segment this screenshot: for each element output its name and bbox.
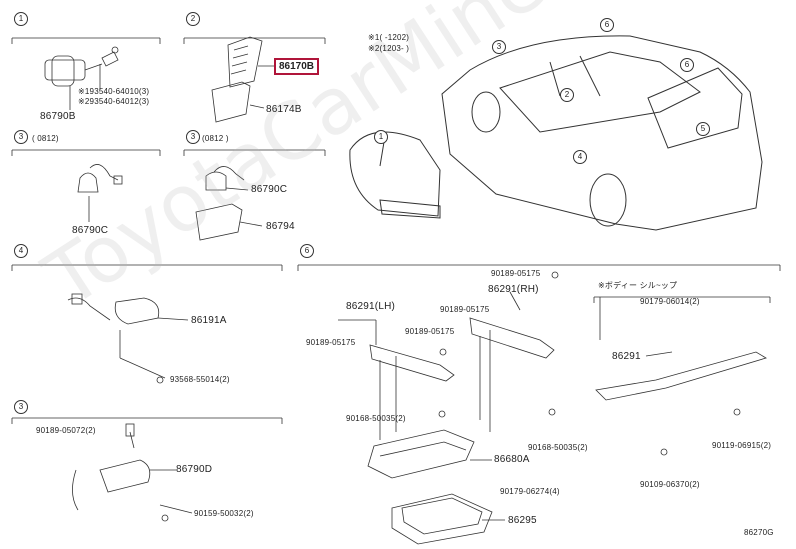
section-3a-note: ( 0812) (32, 134, 59, 143)
part-90189-05175-top[interactable]: 90189-05175 (491, 269, 541, 278)
part-90168-50035-a[interactable]: 90168-50035(2) (346, 414, 406, 423)
vehicle-callout-6a[interactable]: 6 (600, 18, 614, 32)
socket-86790C-b (195, 166, 263, 241)
vehicle-callout-6b[interactable]: 6 (680, 58, 694, 72)
fasteners (156, 271, 741, 522)
part-90109-06370[interactable]: 90109-06370(2) (640, 480, 700, 489)
part-86790B[interactable]: 86790B (40, 111, 76, 122)
section-callout-2: 2 (186, 12, 200, 26)
section-callout-3c: 3 (14, 400, 28, 414)
bracket-86291 (595, 351, 767, 401)
part-86170B-highlighted[interactable]: 86170B (274, 58, 320, 75)
lamp-assembly-86790B (44, 46, 119, 110)
vehicle-outline (349, 35, 763, 231)
section-6-note: ※ボディー シル~ップ (598, 281, 678, 290)
part-90189-05175-c[interactable]: 90189-05175 (405, 327, 455, 336)
part-86790C-b[interactable]: 86790C (251, 184, 288, 195)
part-90168-50035-b[interactable]: 90168-50035(2) (528, 443, 588, 452)
section-callout-4: 4 (14, 244, 28, 258)
diagram-code: 86270G (744, 528, 774, 537)
part-86295[interactable]: 86295 (508, 515, 537, 526)
section-callout-6: 6 (300, 244, 314, 258)
lamp-86790D (72, 423, 193, 514)
part-86680A[interactable]: 86680A (494, 454, 530, 465)
part-86790D[interactable]: 86790D (176, 464, 213, 475)
header-note-2: ※2(1203- ) (368, 44, 410, 53)
part-86790C-a[interactable]: 86790C (72, 225, 109, 236)
header-note-1: ※1( -1202) (368, 33, 410, 42)
vehicle-callout-5[interactable]: 5 (696, 122, 710, 136)
section-3b-note: (0812 ) (202, 134, 229, 143)
section-callout-3b: 3 (186, 130, 200, 144)
bracket-86291-LH (338, 319, 455, 440)
vehicle-callout-4[interactable]: 4 (573, 150, 587, 164)
cover-86174B (211, 81, 265, 123)
part-193540[interactable]: ※193540-64010(3) (78, 87, 150, 96)
part-90189-05072[interactable]: 90189-05072(2) (36, 426, 96, 435)
section-callout-1: 1 (14, 12, 28, 26)
part-86291-RH[interactable]: 86291(RH) (488, 284, 539, 295)
part-90179-06014[interactable]: 90179-06014(2) (640, 297, 700, 306)
part-86794[interactable]: 86794 (266, 221, 295, 232)
part-86174B[interactable]: 86174B (266, 104, 302, 115)
part-86291-LH[interactable]: 86291(LH) (346, 301, 396, 312)
frame-86295 (391, 493, 505, 545)
section-callout-3a: 3 (14, 130, 28, 144)
section-borders (11, 37, 781, 424)
switch-86170B (227, 36, 276, 88)
vehicle-callout-3[interactable]: 3 (492, 40, 506, 54)
socket-86790C-a (77, 164, 123, 222)
part-90179-06274[interactable]: 90179-06274(4) (500, 487, 560, 496)
tray-86680A (367, 429, 492, 479)
part-93568[interactable]: 93568-55014(2) (170, 375, 230, 384)
lamp-86191A (67, 293, 189, 379)
part-293540[interactable]: ※293540-64012(3) (78, 97, 150, 106)
part-90159[interactable]: 90159-50032(2) (194, 509, 254, 518)
part-90189-05175-b[interactable]: 90189-05175 (440, 305, 490, 314)
vehicle-callout-2[interactable]: 2 (560, 88, 574, 102)
part-90119-06915[interactable]: 90119-06915(2) (712, 441, 772, 450)
bracket-86291-RH (469, 291, 555, 432)
part-86291[interactable]: 86291 (612, 351, 641, 362)
part-90189-05175-a[interactable]: 90189-05175 (306, 338, 356, 347)
vehicle-callout-1[interactable]: 1 (374, 130, 388, 144)
part-86191A[interactable]: 86191A (191, 315, 227, 326)
